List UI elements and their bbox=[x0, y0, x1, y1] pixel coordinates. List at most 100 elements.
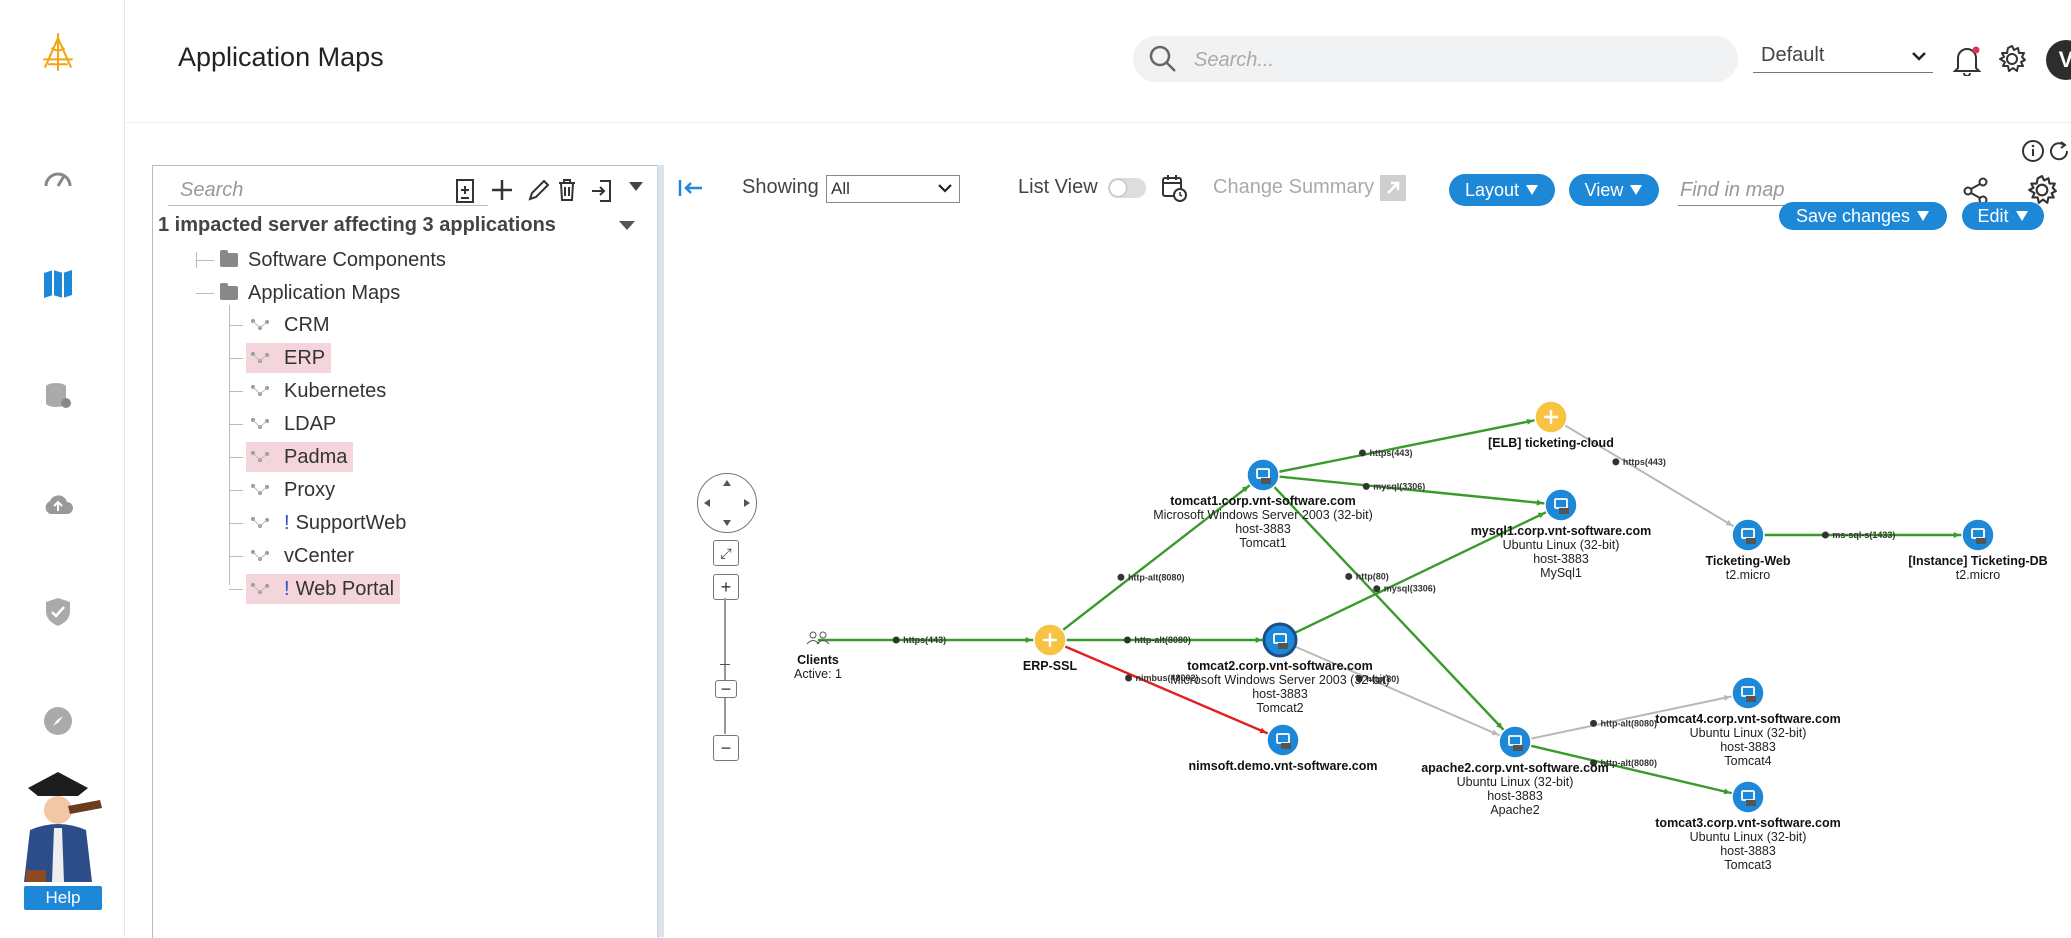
tree-map-item[interactable]: !Web Portal bbox=[246, 574, 401, 604]
tree-folder-application-maps[interactable]: Application Maps bbox=[220, 278, 400, 308]
edge-label: https(443) bbox=[1369, 448, 1412, 458]
refresh-icon[interactable] bbox=[2047, 139, 2071, 168]
edge-tomcat1-apache2[interactable] bbox=[1262, 474, 1516, 743]
fit-to-screen-icon[interactable]: ⤢ bbox=[713, 540, 739, 566]
report-icon[interactable] bbox=[455, 178, 475, 209]
tree-connector bbox=[229, 457, 243, 458]
tree-map-item[interactable]: ERP bbox=[246, 343, 332, 373]
tree-map-item[interactable]: vCenter bbox=[246, 541, 360, 571]
logo-icon[interactable] bbox=[40, 33, 76, 71]
edit-pencil-icon[interactable] bbox=[527, 178, 551, 207]
info-icon[interactable] bbox=[2021, 139, 2045, 168]
edge-tomcat2-mysql1[interactable] bbox=[1279, 503, 1562, 642]
folder-icon bbox=[220, 250, 238, 267]
zoom-out-button[interactable]: − bbox=[713, 735, 739, 761]
edge-tomcat1-mysql1[interactable] bbox=[1262, 473, 1562, 507]
tree-map-item[interactable]: Padma bbox=[246, 442, 354, 472]
tree-search-input[interactable] bbox=[178, 178, 442, 203]
tree-map-item[interactable]: LDAP bbox=[246, 409, 342, 439]
profile-select[interactable]: Default bbox=[1753, 42, 1933, 73]
edge-label-dot bbox=[1590, 759, 1598, 767]
pan-control[interactable] bbox=[697, 473, 757, 533]
impact-summary[interactable]: 1 impacted server affecting 3 applicatio… bbox=[158, 214, 556, 236]
node-title: tomcat4.corp.vnt-software.com bbox=[1655, 712, 1840, 726]
zoom-in-button[interactable]: + bbox=[713, 574, 739, 600]
panel-splitter[interactable] bbox=[657, 165, 664, 937]
edge-tomcat2-apache2[interactable] bbox=[1279, 639, 1516, 743]
node-elb[interactable]: [ELB] ticketing-cloud bbox=[1488, 400, 1614, 450]
cloud-upload-icon[interactable] bbox=[40, 487, 76, 523]
notification-bell-icon[interactable] bbox=[1952, 44, 1982, 81]
help-mascot-illustration[interactable] bbox=[18, 770, 108, 895]
tree-map-item[interactable]: Kubernetes bbox=[246, 376, 392, 406]
add-icon[interactable] bbox=[490, 178, 514, 207]
tree-map-item[interactable]: !SupportWeb bbox=[246, 508, 412, 538]
help-button[interactable]: Help bbox=[24, 886, 102, 910]
edge-apache2-tomcat4[interactable] bbox=[1514, 692, 1749, 743]
edge-label-dot bbox=[1373, 585, 1381, 593]
shield-icon[interactable] bbox=[40, 594, 76, 630]
tree-connector bbox=[229, 490, 243, 491]
save-changes-button[interactable]: Save changes bbox=[1779, 202, 1947, 230]
edge-label-dot bbox=[1123, 636, 1131, 644]
edge-erp-ssl-tomcat1[interactable] bbox=[1049, 474, 1264, 641]
map-icon[interactable] bbox=[40, 266, 76, 302]
list-view-toggle[interactable] bbox=[1108, 178, 1146, 198]
map-settings-gear-icon[interactable] bbox=[2026, 174, 2058, 211]
view-button[interactable]: View bbox=[1569, 174, 1659, 206]
import-icon[interactable] bbox=[590, 178, 614, 209]
zoom-slider-handle[interactable]: − bbox=[715, 679, 737, 699]
gauge-icon[interactable] bbox=[40, 160, 76, 196]
delete-trash-icon[interactable] bbox=[557, 178, 577, 207]
external-link-icon[interactable] bbox=[1380, 175, 1406, 201]
tree-map-label: ERP bbox=[284, 346, 326, 369]
collapse-panel-icon[interactable] bbox=[678, 178, 704, 203]
edge-apache2-tomcat3[interactable] bbox=[1514, 740, 1749, 799]
edit-button[interactable]: Edit bbox=[1962, 202, 2044, 230]
node-title: [Instance] Ticketing-DB bbox=[1908, 554, 2047, 568]
toolbar-caret-down-icon[interactable] bbox=[628, 180, 644, 198]
compass-icon[interactable] bbox=[40, 703, 76, 739]
node-nimsoft[interactable]: nimsoft.demo.vnt-software.com bbox=[1189, 723, 1378, 773]
find-in-map-input[interactable] bbox=[1678, 178, 1852, 203]
node-erp-ssl[interactable]: ERP-SSL bbox=[1023, 623, 1078, 673]
node-title: tomcat2.corp.vnt-software.com bbox=[1187, 659, 1372, 673]
settings-gear-icon[interactable] bbox=[1997, 44, 2027, 79]
edge-label-dot bbox=[1345, 572, 1353, 580]
tree-folder-label: Software Components bbox=[248, 248, 446, 271]
calendar-clock-icon[interactable] bbox=[1161, 174, 1187, 207]
node-title: mysql1.corp.vnt-software.com bbox=[1471, 524, 1652, 538]
layout-button-label: Layout bbox=[1464, 179, 1520, 200]
node-title: apache2.corp.vnt-software.com bbox=[1421, 761, 1609, 775]
node-detail: Tomcat2 bbox=[1256, 701, 1303, 715]
server-icon bbox=[1961, 518, 1995, 552]
edge-erp-ssl-nimsoft[interactable] bbox=[1049, 638, 1284, 742]
database-icon[interactable] bbox=[40, 378, 76, 414]
tree-map-item[interactable]: CRM bbox=[246, 310, 336, 340]
edge-elb-ticketing-web[interactable] bbox=[1550, 416, 1749, 536]
tree-map-label: vCenter bbox=[284, 544, 355, 567]
change-summary-label[interactable]: Change Summary bbox=[1213, 176, 1375, 198]
layout-button[interactable]: Layout bbox=[1449, 174, 1555, 206]
caret-down-icon[interactable] bbox=[618, 219, 636, 237]
tree-map-item[interactable]: Proxy bbox=[246, 475, 341, 505]
node-title: Ticketing-Web bbox=[1706, 554, 1791, 568]
global-search-input[interactable] bbox=[1192, 44, 1716, 76]
clients-icon bbox=[806, 631, 830, 645]
user-avatar[interactable]: V bbox=[2046, 40, 2071, 80]
zoom-slider-track[interactable] bbox=[724, 598, 726, 734]
node-title: nimsoft.demo.vnt-software.com bbox=[1189, 759, 1378, 773]
application-map-graph[interactable]: https(443)http-alt(8080)http-alt(8080)ni… bbox=[663, 210, 2071, 937]
tree-folder-software-components[interactable]: Software Components bbox=[220, 245, 446, 275]
showing-filter-select[interactable]: All bbox=[826, 175, 960, 203]
edge-tomcat1-elb[interactable] bbox=[1262, 415, 1552, 477]
